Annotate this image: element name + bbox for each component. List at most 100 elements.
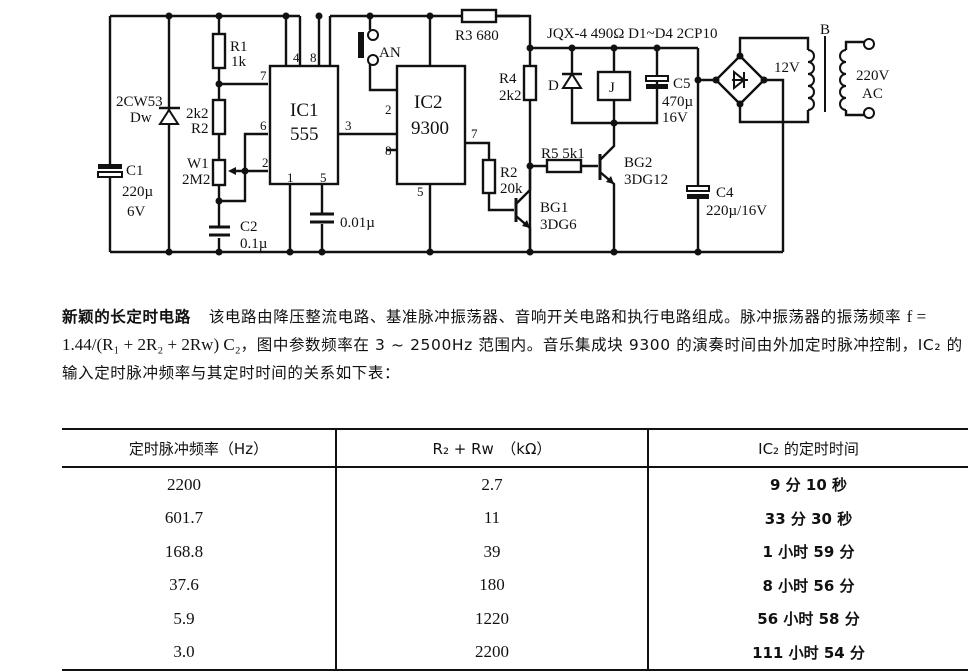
ic2-name: IC2 (414, 92, 443, 113)
c4-name: C4 (716, 185, 734, 201)
transformer-primary-type: AC (862, 86, 883, 102)
zener-diode-icon (158, 106, 180, 125)
secondary-wire (738, 36, 810, 252)
ic2-pin-5: 5 (417, 184, 424, 199)
cell-resistance: 39 (336, 535, 649, 569)
cell-timing: 1 小时 59 分 (762, 543, 855, 562)
r2-left-name: R2 (191, 121, 209, 137)
table-header-row: 定时脉冲频率（Hz） R₂ + Rw （kΩ） IC₂ 的定时时间 (62, 428, 968, 468)
cell-frequency: 601.7 (62, 501, 337, 535)
header-resistance: R₂ + Rw （kΩ） (336, 428, 649, 468)
ic1-pin-2: 2 (262, 155, 269, 170)
r4-value: 2k2 (499, 88, 522, 104)
cell-frequency: 168.8 (62, 535, 337, 569)
diode-icon (561, 72, 583, 89)
r2-right-resistor (481, 158, 497, 195)
secondary-coil (807, 49, 815, 111)
ic2-wire (386, 16, 432, 252)
c2-value: 0.1µ (240, 236, 268, 252)
bg2-part: 3DG12 (624, 172, 668, 188)
c1-capacitor (97, 164, 123, 178)
an-wire (368, 16, 397, 92)
ic1-pin-6: 6 (260, 118, 267, 133)
ac-terminal-top (863, 38, 875, 50)
r1-value: 1k (231, 54, 247, 70)
primary-coil (839, 49, 847, 111)
ic1-pin-8: 8 (310, 50, 317, 65)
cell-timing: 56 小时 58 分 (757, 610, 860, 629)
c1-voltage: 6V (127, 204, 146, 220)
ic1-pin-1: 1 (287, 170, 294, 185)
bg1-transistor-icon (514, 166, 532, 252)
ic1-ground-wire (288, 184, 324, 252)
r1-name: R1 (230, 39, 248, 55)
w1-value: 2M2 (182, 172, 210, 188)
r4-name: R4 (499, 71, 517, 87)
c5-name: C5 (673, 76, 691, 92)
ic2-pin-7: 7 (471, 126, 478, 141)
relay-header: JQX-4 490Ω D1~D4 2CP10 (547, 26, 718, 42)
transformer-secondary: 12V (774, 60, 800, 76)
cell-timing: 9 分 10 秒 (770, 476, 847, 495)
r2-right-name: R2 (500, 165, 518, 181)
r5-label: R5 5k1 (541, 146, 585, 162)
ic1-chip (268, 64, 340, 186)
w1-potentiometer (211, 158, 227, 187)
cell-frequency: 2200 (62, 467, 337, 502)
description-paragraph: 新颖的长定时电路该电路由降压整流电路、基准脉冲振荡器、音响开关电路和执行电路组成… (62, 303, 972, 387)
w1-name: W1 (187, 156, 209, 172)
top-rail (110, 14, 520, 65)
ic1-pin-5: 5 (320, 170, 327, 185)
paragraph-title: 新颖的长定时电路 (62, 308, 191, 326)
r3-wire (496, 14, 532, 48)
c3-capacitor (310, 212, 334, 224)
ic2-pin-2: 2 (385, 102, 392, 117)
transformer-name: B (820, 22, 830, 38)
r2-left-value: 2k2 (186, 106, 209, 122)
c4-label: 220µ/16V (706, 203, 767, 219)
r3-label: R3 680 (455, 28, 499, 44)
c4-capacitor (686, 185, 710, 199)
ac-terminal-bottom (863, 107, 875, 119)
paragraph-text-1: 该电路由降压整流电路、基准脉冲振荡器、音响开关电路和执行电路组成。脉冲振荡器的振… (208, 308, 902, 326)
c5-voltage: 16V (662, 110, 688, 126)
push-button-icon[interactable] (358, 32, 364, 58)
r2-left-resistor (211, 98, 227, 136)
bg2-name: BG2 (624, 155, 652, 171)
an-contact-top (367, 29, 379, 41)
cell-timing: 8 小时 56 分 (762, 576, 855, 595)
r1-resistor (211, 32, 227, 70)
ic1-pin-7: 7 (260, 68, 267, 83)
c5-value: 470µ (662, 94, 694, 110)
paragraph-text-2: ，图中参数频率在 3 ~ 2500Hz 范围内。音乐集成块 9300 的演奏时间… (62, 336, 963, 382)
circuit-schematic: C1 220µ 6V 2CW53 Dw R1 1k 2k2 R2 W1 2M2 … (97, 8, 890, 256)
r3-resistor (460, 8, 498, 24)
cell-resistance: 2.7 (336, 467, 649, 502)
an-name: AN (379, 45, 401, 61)
cell-resistance: 180 (336, 568, 649, 602)
r2-right-value: 20k (500, 181, 523, 197)
header-timing: IC₂ 的定时时间 (648, 428, 968, 468)
c2-name: C2 (240, 219, 258, 235)
ic1-name: IC1 (290, 100, 319, 121)
c3-value: 0.01µ (340, 215, 375, 231)
header-frequency: 定时脉冲频率（Hz） (62, 428, 337, 468)
cell-frequency: 5.9 (62, 602, 337, 636)
primary-wire (844, 40, 866, 117)
bg2-transistor-icon (598, 123, 616, 252)
r5-resistor (545, 158, 583, 174)
c1-name: C1 (126, 163, 144, 179)
j-name: J (609, 80, 615, 96)
bg1-part: 3DG6 (540, 217, 577, 233)
ic2-part: 9300 (411, 118, 449, 139)
r4-resistor (522, 64, 538, 102)
cell-resistance: 11 (336, 501, 649, 535)
bg1-name: BG1 (540, 200, 568, 216)
wiper-arrow-icon (228, 167, 236, 175)
